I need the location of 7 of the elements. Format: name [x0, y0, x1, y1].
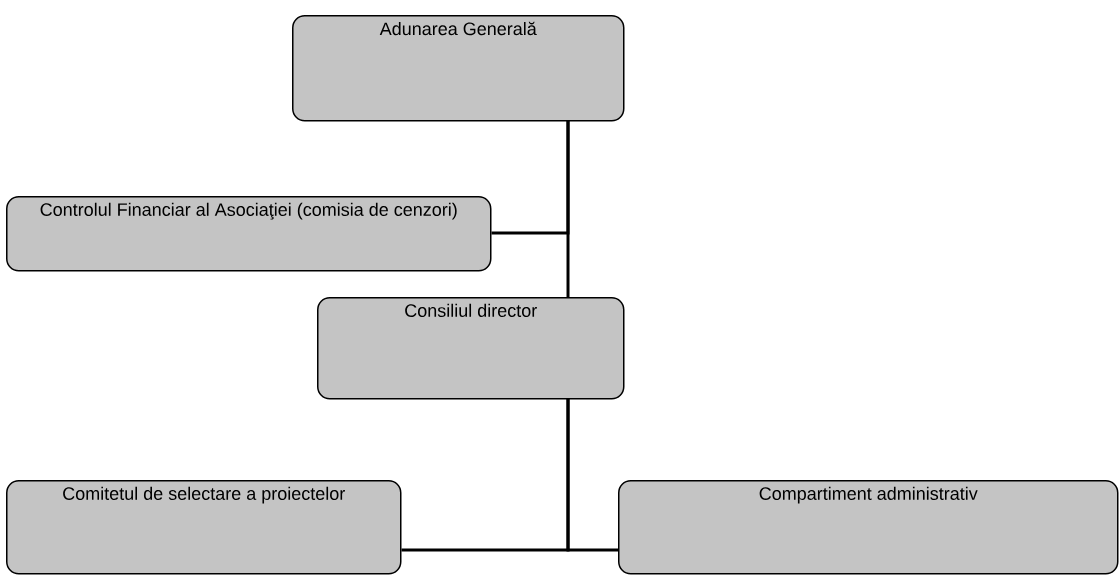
org-box: Consiliul director	[317, 297, 625, 400]
org-box: Controlul Financiar al Asociaţiei (comisia de cenzori)	[6, 196, 492, 272]
connector-line	[566, 120, 570, 297]
org-box: Adunarea Generală	[292, 15, 625, 122]
org-box: Comitetul de selectare a proiectelor	[6, 480, 402, 575]
connector-line	[566, 398, 618, 552]
org-box: Compartiment administrativ	[618, 480, 1119, 575]
